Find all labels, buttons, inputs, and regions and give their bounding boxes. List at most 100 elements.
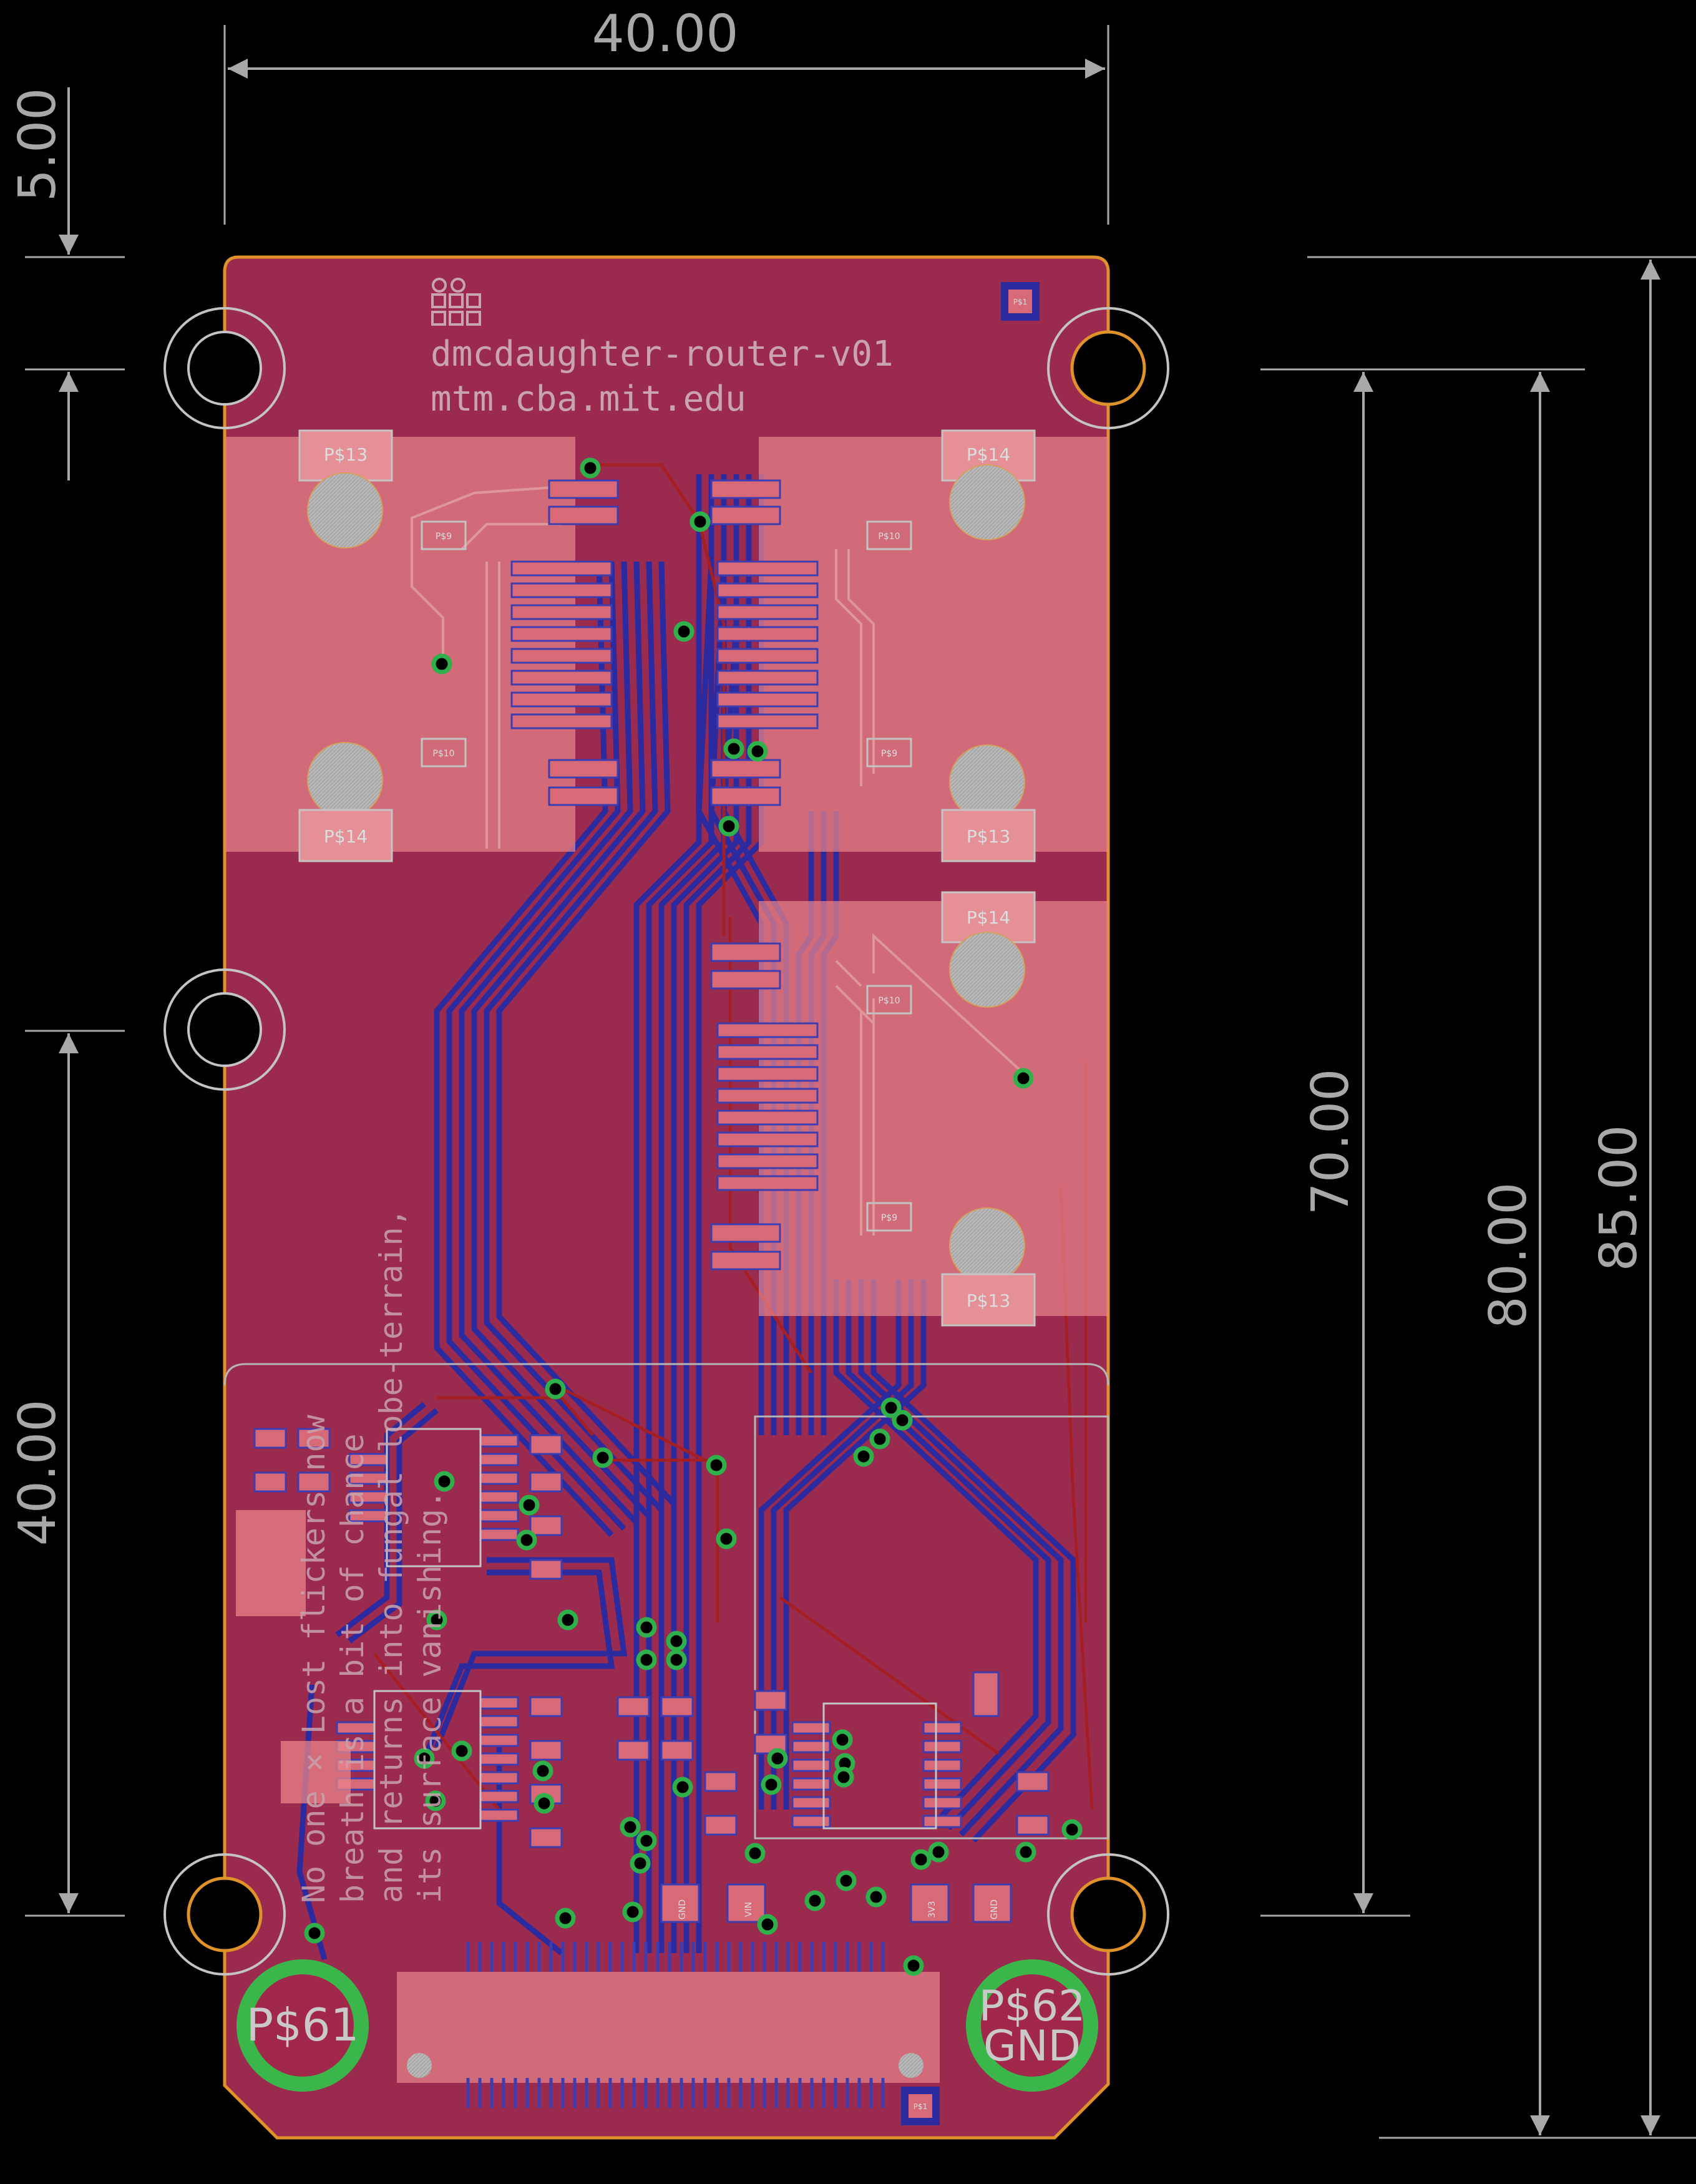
pad-label-p9-top-right: P$9 (881, 749, 897, 759)
board-poem: No one × Lost flickers now breath is a b… (296, 1208, 448, 1903)
via (519, 1494, 540, 1516)
power-pad-right: P$62 GND (966, 1959, 1098, 2092)
connector-top-left: P$13 P$14 P$9 P$10 (226, 429, 619, 862)
via (620, 1816, 641, 1838)
poem-line-2: breath is a bit of chance (334, 1433, 371, 1903)
via (414, 1748, 435, 1769)
via (747, 741, 768, 762)
via (534, 1793, 555, 1814)
via (723, 738, 744, 759)
part-label-v-a: VIN (744, 1902, 754, 1917)
pad-label-p14-top-right: P$14 (967, 444, 1010, 465)
vias (304, 457, 1083, 1976)
lower-components: GND VIN 3V3 GND (236, 1428, 1050, 1923)
bottom-small-parts: GND VIN 3V3 GND (660, 1883, 1012, 1923)
fpc-pins-mid-right (710, 942, 819, 1270)
power-pad-right-label-bottom: GND (983, 2022, 1081, 2071)
via (451, 1740, 472, 1762)
power-pad-right-label-top: P$62 (979, 1982, 1086, 2031)
via (1061, 1819, 1083, 1840)
side-connector-upper (236, 1510, 306, 1616)
via (903, 1955, 924, 1976)
via (690, 511, 711, 532)
via (718, 816, 739, 837)
via (706, 1455, 727, 1476)
dim-left-lower: 40.00 (8, 1400, 67, 1546)
via (425, 1790, 446, 1811)
dim-right-inner: 70.00 (1301, 1069, 1360, 1216)
via (716, 1528, 737, 1549)
pad-label-p13-top-left: P$13 (324, 444, 368, 465)
connector-top-right: P$14 P$13 P$10 P$9 (710, 429, 1108, 862)
pad-label-p14-mid-right: P$14 (967, 907, 1010, 928)
poem-line-1: No one × Lost flickers now (296, 1414, 332, 1903)
via (832, 1729, 853, 1750)
via (516, 1529, 537, 1551)
part-label-v-b: 3V3 (927, 1901, 937, 1918)
via (869, 1428, 890, 1450)
pad-label-p10-top-left: P$10 (432, 749, 454, 759)
part-label-gnd-a: GND (678, 1899, 688, 1919)
via (636, 1649, 657, 1670)
mounting-hole-bottom-right (1047, 1853, 1169, 1976)
via (434, 1471, 455, 1492)
via (833, 1767, 854, 1788)
via (592, 1447, 613, 1468)
via (928, 1841, 949, 1863)
poem-line-3: and returns into fungal lobe-terrain, (373, 1208, 409, 1903)
pad-label-p10-mid-right: P$10 (878, 996, 900, 1006)
via (673, 621, 694, 642)
via (666, 1649, 687, 1670)
via (532, 1760, 553, 1782)
pad-label-p13-top-right: P$13 (967, 826, 1010, 847)
via (910, 1849, 932, 1870)
via (757, 1914, 778, 1935)
lower-region-outline (223, 1363, 1109, 1840)
mounting-hole-top-right (1047, 307, 1169, 429)
mounting-holes (163, 307, 1169, 1976)
board-title: dmcdaughter-router-v01 (431, 334, 894, 374)
mounting-hole-mid-left (163, 968, 286, 1091)
via (767, 1748, 788, 1769)
connector-mid-right: P$14 P$13 P$10 P$9 (710, 891, 1108, 1327)
mounting-hole-bottom-left (163, 1853, 286, 1976)
via (431, 653, 452, 675)
via (865, 1886, 887, 1908)
ic-outline-lower-right (822, 1702, 937, 1830)
dim-right-outer: 85.00 (1589, 1125, 1649, 1272)
via (761, 1774, 782, 1795)
small-pad-top-right-label: P$1 (1013, 298, 1028, 306)
via (580, 457, 601, 479)
via (630, 1853, 651, 1874)
via (672, 1777, 693, 1798)
ic-outline-upper (386, 1428, 482, 1567)
dim-top-width: 40.00 (592, 4, 739, 64)
edge-connector (397, 1942, 940, 2108)
small-pad-bottom: P$1 (901, 2087, 940, 2125)
via (1013, 1068, 1034, 1089)
board-url: mtm.cba.mit.edu (431, 379, 746, 419)
via (853, 1446, 874, 1467)
part-label-gnd-b: GND (990, 1899, 1000, 1919)
side-connector-lower (281, 1741, 351, 1803)
via (557, 1609, 578, 1631)
pad-label-p9-mid-right: P$9 (881, 1213, 897, 1223)
via (636, 1830, 657, 1851)
pad-label-p10-top-right: P$10 (878, 532, 900, 542)
via (892, 1410, 913, 1431)
pad-label-p13-mid-right: P$13 (967, 1290, 1010, 1311)
via (744, 1843, 766, 1864)
via (666, 1631, 687, 1652)
via (636, 1617, 657, 1638)
poem-line-4: its surface vanishing. (412, 1490, 448, 1903)
dim-top-left-offset: 5.00 (8, 88, 67, 202)
dimension-lines (25, 25, 1696, 2139)
mounting-hole-top-left (163, 307, 286, 429)
dim-right-middle: 80.00 (1479, 1182, 1538, 1329)
fpc-pins-top-right (710, 479, 819, 806)
board-logo-icon (431, 278, 481, 326)
small-pad-top-right: P$1 (1001, 282, 1040, 321)
via (426, 1609, 447, 1631)
power-pad-left: P$61 (236, 1959, 369, 2092)
ic-lower-right (704, 1671, 1050, 1836)
